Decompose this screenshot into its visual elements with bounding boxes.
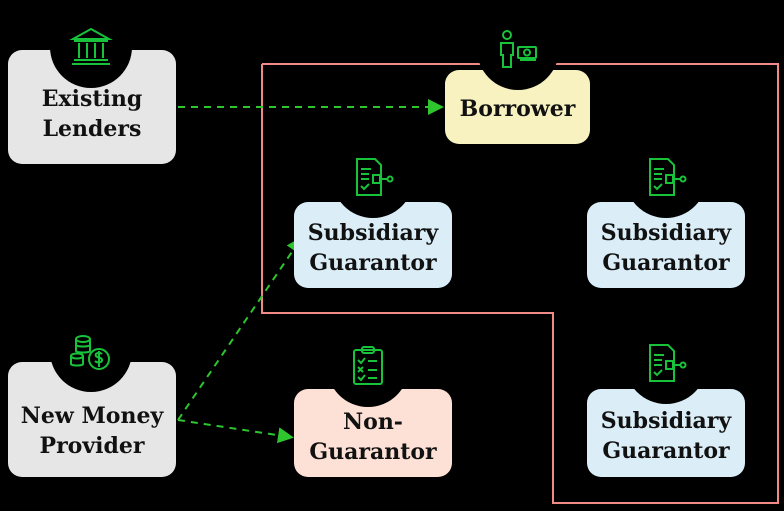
non-guarantor-node: Non- Guarantor [294, 389, 452, 477]
coins-dollar-icon [50, 310, 132, 392]
subsidiary-guarantor-node-2: Subsidiary Guarantor [587, 202, 745, 288]
arrow-new-money-to-non-guarantor [177, 419, 294, 444]
existing-lenders-label-line2: Lenders [42, 116, 142, 142]
existing-lenders-label-line1: Existing [41, 86, 143, 112]
borrower-label: Borrower [459, 96, 576, 122]
subsidiary-2-label-line2: Guarantor [602, 250, 730, 276]
subsidiary-2-label-line1: Subsidiary [600, 220, 732, 246]
bank-icon [50, 6, 132, 88]
subsidiary-3-label-line2: Guarantor [602, 438, 730, 464]
arrow-new-money-to-subsidiary [177, 236, 303, 421]
subsidiary-1-label-line1: Subsidiary [307, 220, 439, 246]
subsidiary-3-label-line1: Subsidiary [600, 408, 732, 434]
clipboard-checklist-icon [327, 325, 409, 407]
new-money-label-line1: New Money [20, 402, 164, 429]
guarantee-document-icon [625, 322, 707, 404]
guarantee-document-icon [332, 136, 414, 218]
guarantor-group-perimeter [261, 63, 779, 504]
new-money-provider-node: New Money Provider [8, 362, 176, 477]
new-money-label-line2: Provider [39, 432, 145, 459]
person-cash-icon [477, 8, 559, 90]
non-guarantor-label-line2: Guarantor [309, 439, 437, 465]
non-guarantor-label-line1: Non- [343, 409, 403, 435]
subsidiary-1-label-line2: Guarantor [309, 250, 437, 276]
guarantee-document-icon [625, 136, 707, 218]
